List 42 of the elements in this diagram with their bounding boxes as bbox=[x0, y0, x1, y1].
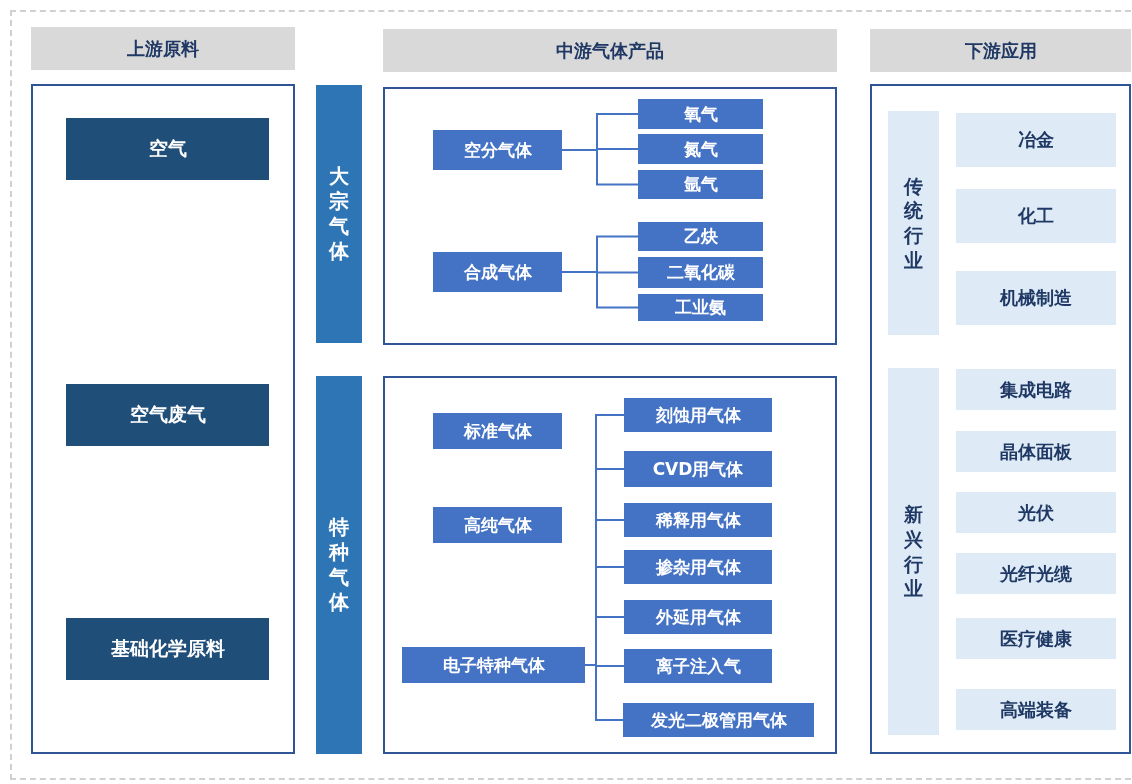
application-box: 集成电路 bbox=[956, 369, 1116, 410]
column-header: 上游原料 bbox=[31, 27, 295, 70]
gas-box: 氧气 bbox=[638, 99, 763, 129]
gas-box: 二氧化碳 bbox=[638, 257, 763, 288]
gas-box: 离子注入气 bbox=[624, 649, 772, 683]
panel-frame bbox=[31, 84, 295, 754]
panel-frame bbox=[383, 376, 837, 754]
gas-box: 乙炔 bbox=[638, 222, 763, 251]
material-box: 空气 bbox=[66, 118, 269, 180]
category-band: 特种气体 bbox=[316, 376, 362, 754]
industry-band: 传统行业 bbox=[888, 111, 939, 335]
gas-box: 标准气体 bbox=[433, 413, 562, 449]
application-box: 光纤光缆 bbox=[956, 553, 1116, 594]
gas-box: CVD用气体 bbox=[624, 451, 772, 487]
application-box: 化工 bbox=[956, 189, 1116, 243]
application-box: 光伏 bbox=[956, 492, 1116, 533]
gas-box: 发光二极管用气体 bbox=[623, 703, 814, 737]
gas-box: 外延用气体 bbox=[624, 600, 772, 634]
panel-frame bbox=[870, 84, 1131, 754]
gas-box: 工业氨 bbox=[638, 294, 763, 321]
application-box: 医疗健康 bbox=[956, 618, 1116, 659]
material-box: 空气废气 bbox=[66, 384, 269, 446]
material-box: 基础化学原料 bbox=[66, 618, 269, 680]
gas-box: 掺杂用气体 bbox=[624, 550, 772, 584]
gas-box: 稀释用气体 bbox=[624, 503, 772, 537]
gas-box: 高纯气体 bbox=[433, 507, 562, 543]
application-box: 机械制造 bbox=[956, 271, 1116, 325]
industry-band: 新兴行业 bbox=[888, 368, 939, 735]
gas-box: 空分气体 bbox=[433, 130, 562, 170]
column-header: 中游气体产品 bbox=[383, 29, 837, 72]
gas-box: 电子特种气体 bbox=[402, 647, 585, 683]
panel-frame bbox=[383, 87, 837, 345]
gas-box: 合成气体 bbox=[433, 252, 562, 292]
column-header: 下游应用 bbox=[870, 29, 1131, 72]
gas-box: 氮气 bbox=[638, 134, 763, 164]
gas-box: 刻蚀用气体 bbox=[624, 398, 772, 432]
application-box: 高端装备 bbox=[956, 689, 1116, 730]
category-band: 大宗气体 bbox=[316, 85, 362, 343]
connector-line bbox=[561, 271, 639, 309]
application-box: 冶金 bbox=[956, 113, 1116, 167]
gas-box: 氩气 bbox=[638, 170, 763, 199]
application-box: 晶体面板 bbox=[956, 431, 1116, 472]
